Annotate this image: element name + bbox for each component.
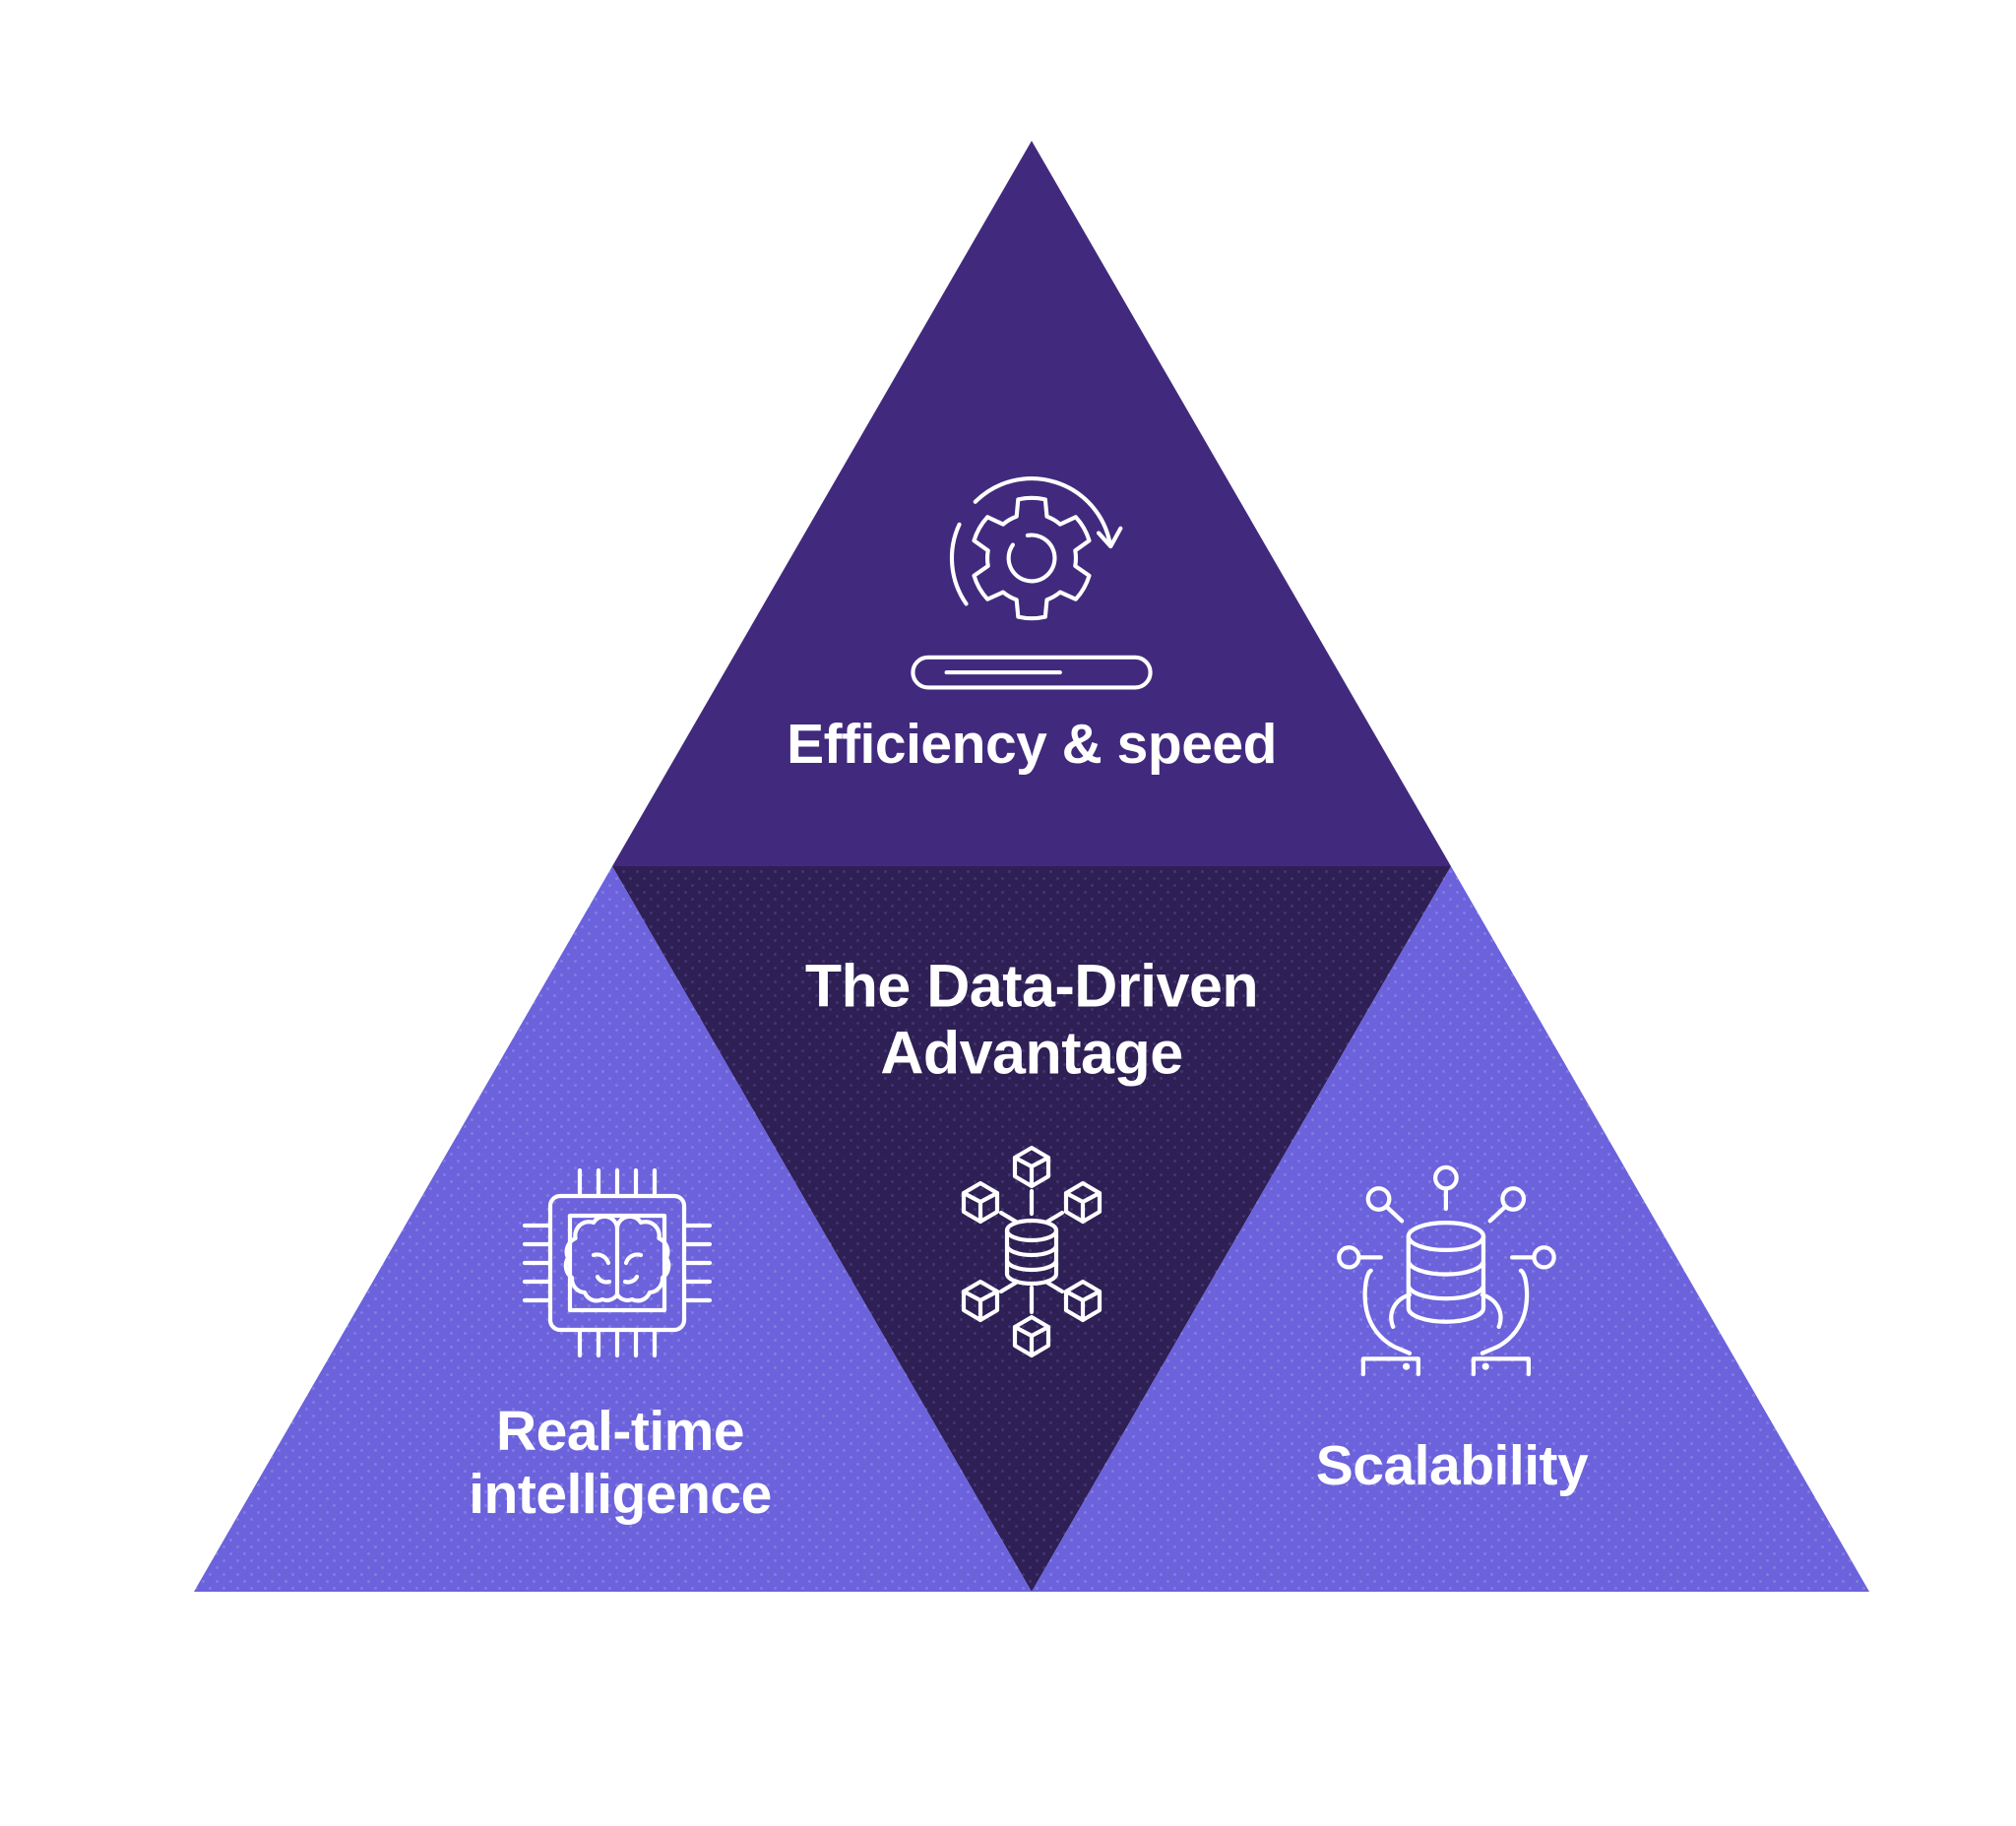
sync-gear-icon — [911, 476, 1153, 690]
texture-overlay-center — [612, 866, 1451, 1592]
texture-overlay-right — [1032, 866, 1869, 1592]
triangle-top-section — [612, 141, 1451, 866]
left-section-label: Real-time intelligence — [469, 1400, 772, 1526]
chip-brain-icon — [522, 1167, 713, 1358]
right-section-label: Scalability — [1315, 1434, 1589, 1498]
hands-database-icon — [1337, 1165, 1556, 1377]
distributed-database-icon — [964, 1148, 1100, 1355]
center-title: The Data-Driven Advantage — [804, 952, 1259, 1087]
top-section-label: Efficiency & speed — [787, 713, 1277, 777]
texture-overlay-left — [194, 866, 1032, 1592]
